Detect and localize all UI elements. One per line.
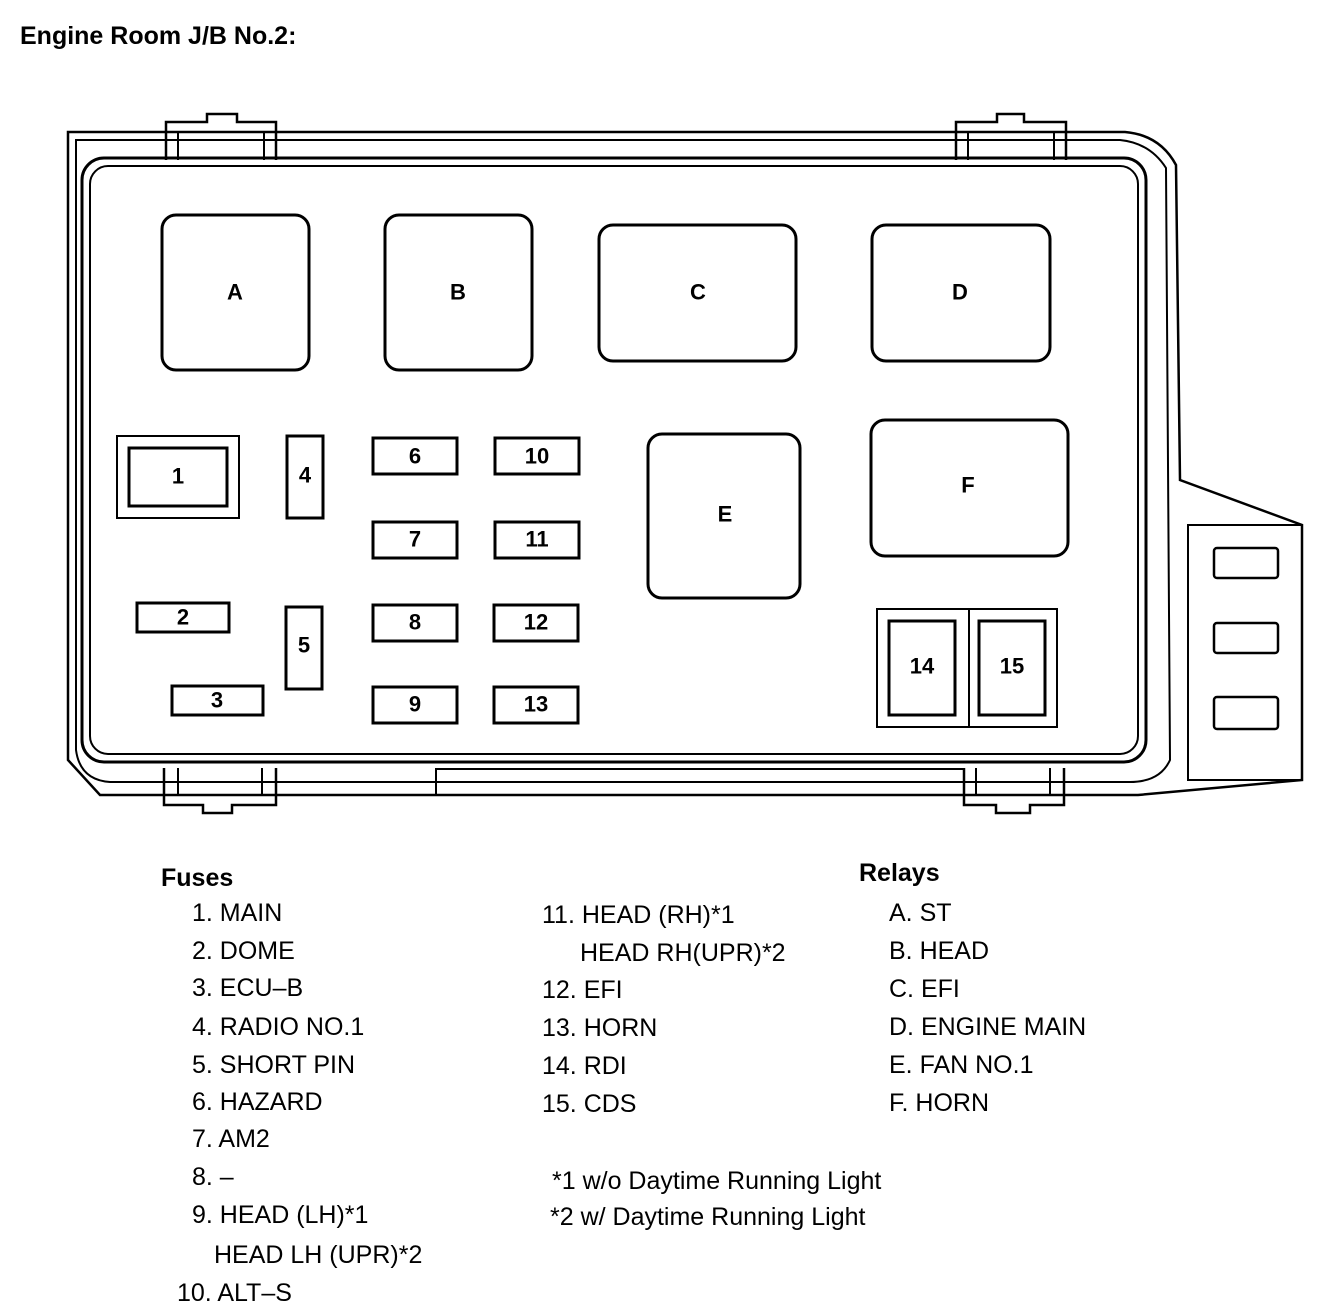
fuse-6-label: 6	[409, 444, 421, 469]
fuse-legend-item: 10. ALT–S	[177, 1279, 292, 1307]
top-clip-left	[164, 112, 278, 160]
relay-c-box	[597, 223, 798, 363]
connector-slot-3	[1212, 695, 1280, 731]
connector-slot-1	[1212, 546, 1280, 580]
fuse-14-box	[887, 619, 957, 717]
connector-block	[1187, 524, 1303, 781]
fuse-2-box	[135, 601, 231, 634]
fuse-legend-item: 4. RADIO NO.1	[192, 1013, 365, 1041]
fuse-12-label: 12	[524, 610, 548, 635]
fuse-8-label: 8	[409, 610, 421, 635]
relay-c-label: C	[690, 280, 706, 305]
fuse-11-label: 11	[525, 527, 548, 552]
connector-slot-2	[1212, 621, 1280, 655]
fuse-legend-item: 11. HEAD (RH)*1	[542, 901, 735, 929]
diagram-title: Engine Room J/B No.2:	[20, 22, 297, 50]
relay-legend-item: A. ST	[889, 899, 952, 927]
fuse-legend-item: 2. DOME	[192, 937, 295, 965]
fuses-heading: Fuses	[161, 864, 234, 892]
fuse-legend-item: 8. –	[192, 1163, 234, 1191]
fuse-3-box	[170, 684, 265, 717]
fuse-8-box	[371, 603, 459, 643]
fuse-12-box	[492, 603, 580, 643]
fuse-7-box	[371, 520, 459, 560]
fuse-legend-item: 13. HORN	[542, 1014, 658, 1042]
cover-outer	[80, 156, 1148, 764]
fuse-legend-item: 1. MAIN	[192, 899, 283, 927]
cover-inner	[89, 165, 1139, 755]
top-clip-right	[954, 112, 1068, 160]
footnote-1: *1 w/o Daytime Running Light	[552, 1167, 882, 1195]
fuse-legend-item: 3. ECU–B	[192, 974, 304, 1002]
fuse-legend-item: HEAD RH(UPR)*2	[580, 939, 786, 967]
fuse-2-label: 2	[177, 605, 189, 630]
relay-legend-item: F. HORN	[889, 1089, 989, 1117]
fuse-9-label: 9	[409, 692, 421, 717]
relay-d-box	[870, 223, 1052, 363]
fuse-legend-item: 15. CDS	[542, 1090, 637, 1118]
fuse-legend-item: 12. EFI	[542, 976, 623, 1004]
relay-f-label: F	[961, 473, 974, 498]
fuse-1-box	[127, 446, 229, 508]
fuse-4-label: 4	[299, 463, 312, 488]
fuse-10-label: 10	[525, 444, 549, 469]
relay-legend-item: C. EFI	[889, 975, 960, 1003]
fuse-15-outer	[968, 608, 1058, 728]
fuse-legend-item: 7. AM2	[192, 1125, 270, 1153]
footnote-2: *2 w/ Daytime Running Light	[550, 1203, 866, 1231]
fuse-3-label: 3	[211, 688, 223, 713]
relay-b-box	[383, 213, 534, 372]
fuse-legend-item: HEAD LH (UPR)*2	[214, 1241, 423, 1269]
fuse-legend-item: 6. HAZARD	[192, 1088, 323, 1116]
fuse-7-label: 7	[409, 527, 421, 552]
bottom-rail	[435, 768, 965, 796]
relay-legend-item: B. HEAD	[889, 937, 990, 965]
fuse-13-box	[492, 685, 580, 725]
relay-legend-item: D. ENGINE MAIN	[889, 1013, 1087, 1041]
relay-f-box	[869, 418, 1070, 558]
fuse-5-box	[284, 605, 324, 691]
fuse-11-box	[493, 520, 581, 560]
relay-b-label: B	[450, 280, 466, 305]
fuse-15-label: 15	[1000, 654, 1024, 679]
relay-e-box	[646, 432, 802, 600]
fuse-4-box	[285, 434, 325, 520]
fuse-legend-item: 9. HEAD (LH)*1	[192, 1201, 369, 1229]
fuse-13-label: 13	[524, 692, 548, 717]
relays-heading: Relays	[859, 859, 940, 887]
bottom-clip-left	[162, 768, 278, 815]
relay-a-box	[160, 213, 311, 372]
relay-legend-item: E. FAN NO.1	[889, 1051, 1034, 1079]
fuse-1-outer	[116, 435, 240, 519]
fuse-15-box	[977, 619, 1047, 717]
fuse-6-box	[371, 436, 459, 476]
relay-d-label: D	[952, 280, 968, 305]
relay-a-label: A	[227, 280, 243, 305]
fuse-9-box	[371, 685, 459, 725]
housing-outline	[66, 130, 1304, 797]
junction-block-diagram: A B C D E F 1 2 3 4 5 6 7 8 9 10 11 12 1…	[66, 112, 1304, 815]
fuse-10-box	[493, 436, 581, 476]
fuse-14-label: 14	[910, 654, 935, 679]
housing-inner-rim	[75, 139, 1172, 783]
fuse-5-label: 5	[298, 633, 310, 658]
fuse-legend-item: 5. SHORT PIN	[192, 1051, 356, 1079]
relay-e-label: E	[718, 502, 733, 527]
fuse-1-label: 1	[172, 464, 184, 489]
bottom-clip-right	[962, 768, 1066, 815]
fuse-legend-item: 14. RDI	[542, 1052, 627, 1080]
